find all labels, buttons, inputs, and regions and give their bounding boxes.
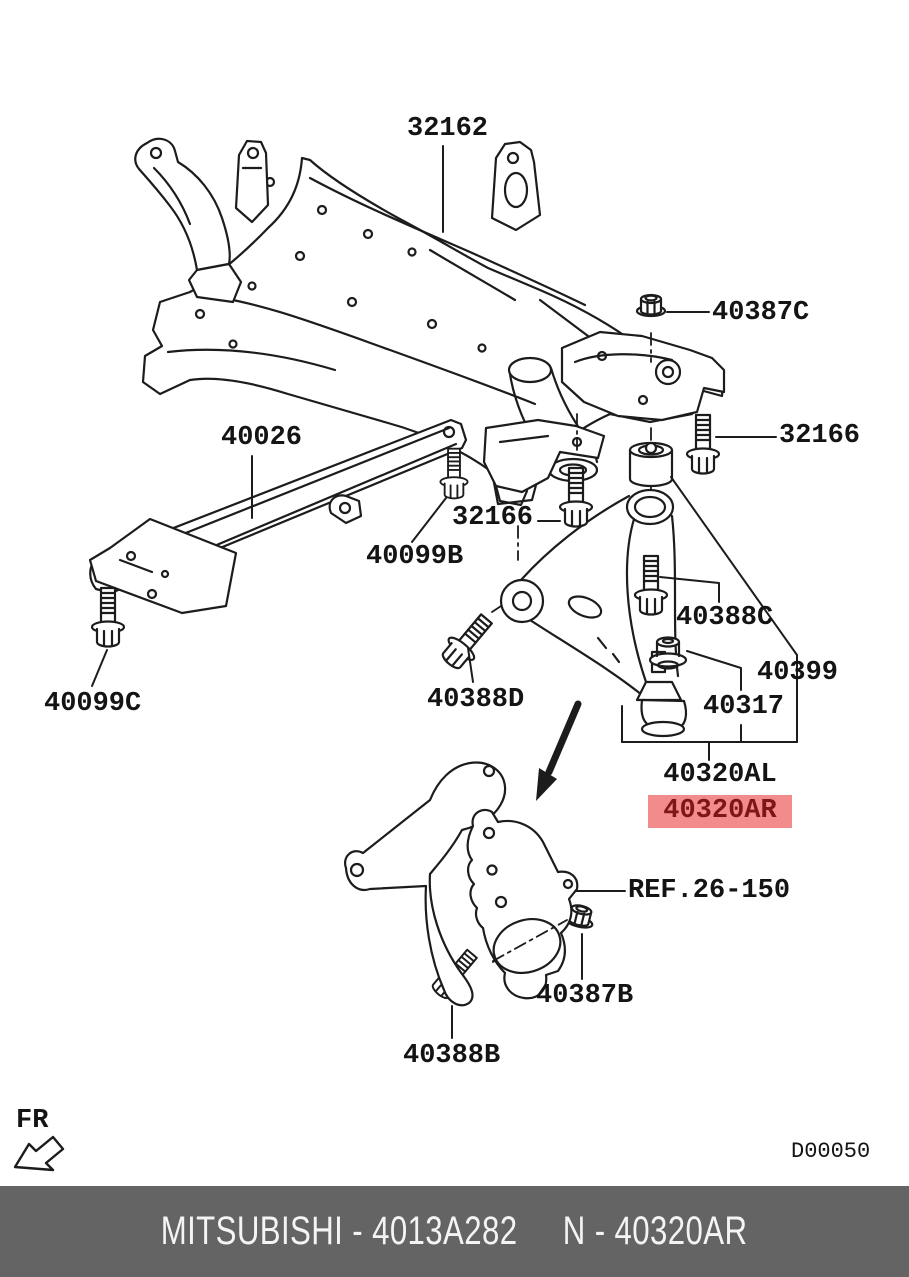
front-direction-label: FR: [16, 1106, 49, 1136]
fastener-icons: [90, 293, 721, 1005]
nut-icon: [635, 293, 667, 318]
bolt-icon: [435, 607, 500, 676]
part-label-REF.26-150[interactable]: REF.26-150: [628, 876, 791, 906]
pointer-arrow: [536, 700, 582, 801]
part-label-40320AL[interactable]: 40320AL: [663, 760, 777, 790]
bushing-icon: [648, 636, 688, 670]
part-label-32166[interactable]: 32166: [452, 503, 534, 533]
part-label-40388D[interactable]: 40388D: [427, 685, 525, 715]
part-label-40317[interactable]: 40317: [703, 692, 785, 722]
lower-arm-drawing: [499, 488, 688, 738]
footer-bar: MITSUBISHI - 4013A282 N - 40320AR: [0, 1186, 909, 1277]
front-bar-drawing: [88, 418, 468, 615]
crossmember-drawing: [134, 137, 726, 507]
part-label-40387C[interactable]: 40387C: [712, 298, 810, 328]
part-label-40399[interactable]: 40399: [757, 658, 839, 688]
part-label-40387B[interactable]: 40387B: [536, 981, 634, 1011]
part-label-40388C[interactable]: 40388C: [676, 603, 774, 633]
part-label-32162[interactable]: 32162: [407, 114, 489, 144]
arm-silhouette-drawing: [344, 761, 507, 1007]
drawing-code-label: D00050: [791, 1139, 871, 1164]
part-label-40026[interactable]: 40026: [221, 423, 303, 453]
fr-direction-arrow-icon: [13, 1135, 65, 1172]
footer-part-reference: N - 40320AR: [563, 1209, 748, 1253]
bolt-icon: [685, 413, 721, 475]
bushing-icon: [628, 441, 674, 488]
bolt-icon: [90, 586, 126, 648]
part-label-40320AR[interactable]: 40320AR: [648, 795, 792, 828]
part-label-32166[interactable]: 32166: [779, 421, 861, 451]
footer-text: MITSUBISHI - 4013A282 N - 40320AR: [161, 1209, 748, 1254]
knuckle-drawing: [466, 808, 579, 1000]
bolt-icon: [633, 554, 669, 616]
part-label-40099C[interactable]: 40099C: [44, 689, 142, 719]
part-label-40388B[interactable]: 40388B: [403, 1041, 501, 1071]
part-label-40099B[interactable]: 40099B: [366, 542, 464, 572]
leader-lines: [91, 145, 798, 1039]
footer-brand-part-number: MITSUBISHI - 4013A282: [161, 1209, 518, 1253]
